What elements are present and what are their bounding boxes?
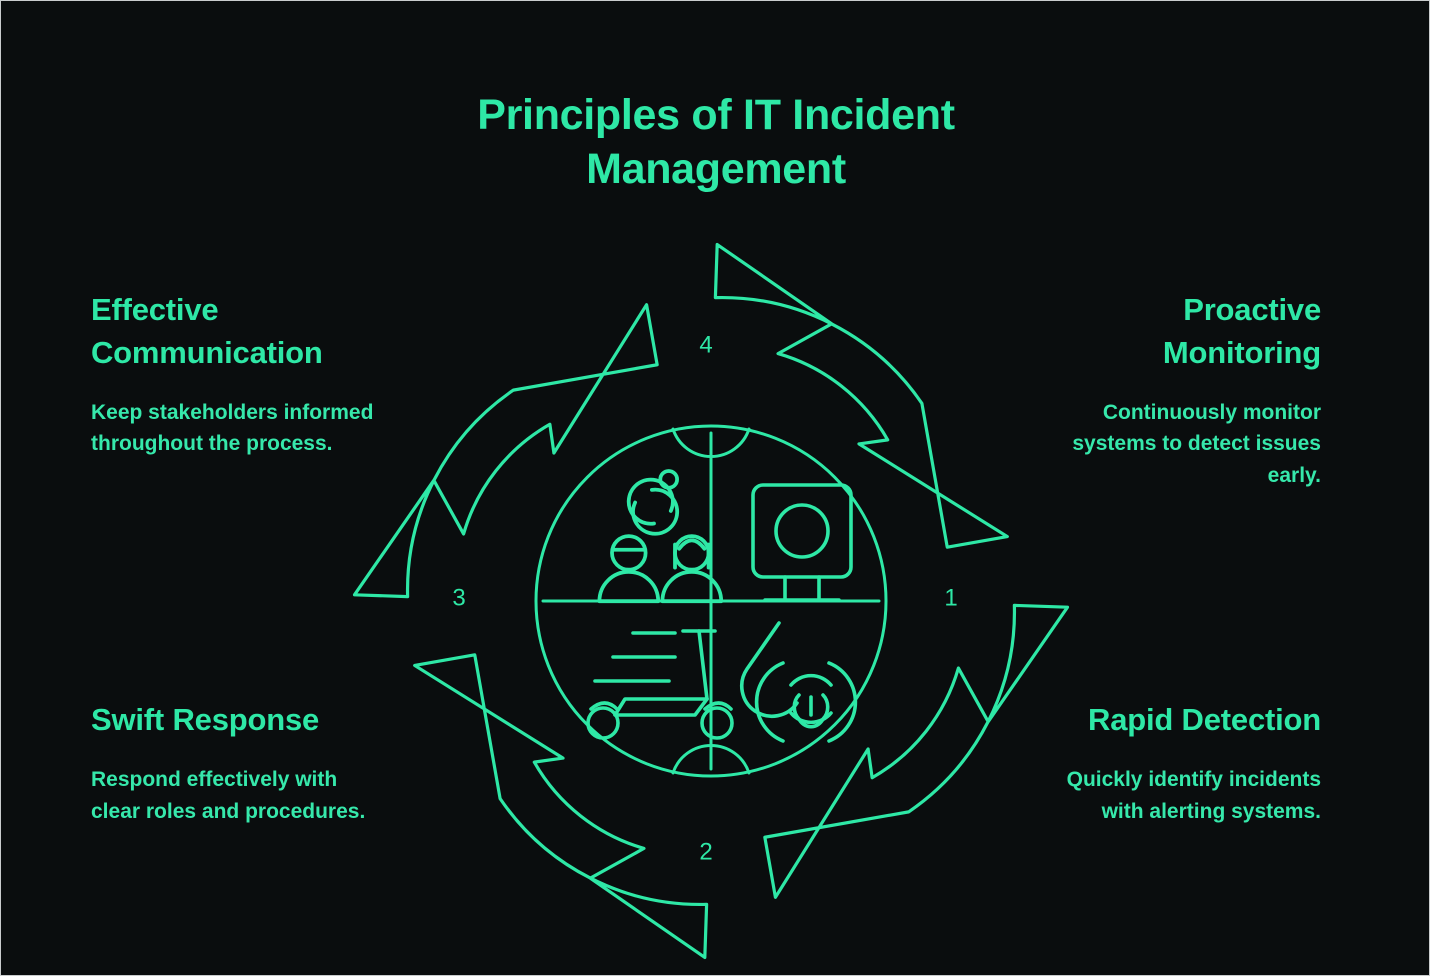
principle-block-swift-response: Swift Response Respond effectively with … xyxy=(91,699,391,828)
principle-block-rapid-detection: Rapid Detection Quickly identify inciden… xyxy=(1021,699,1322,828)
cycle-arrow-3 xyxy=(413,653,709,960)
principle-title-2: Rapid Detection xyxy=(1088,702,1321,737)
principle-description-3: Respond effectively with clear roles and… xyxy=(91,767,366,823)
droplet-sensor-icon xyxy=(739,621,858,743)
page-title: Principles of IT Incident Management xyxy=(477,91,955,193)
cycle-diagram: 4 1 2 3 xyxy=(351,241,1071,961)
step-number-3: 3 xyxy=(452,584,465,611)
principle-title-1: Proactive Monitoring xyxy=(1162,292,1321,370)
principle-block-proactive-monitoring: Proactive Monitoring Continuously monito… xyxy=(1021,289,1321,492)
principle-title-4: Effective Communication xyxy=(91,292,323,370)
principle-block-effective-communication: Effective Communication Keep stakeholder… xyxy=(91,289,391,460)
cycle-arrow-1 xyxy=(713,242,1009,549)
people-communication-icon xyxy=(597,469,724,604)
step-number-2: 2 xyxy=(699,838,712,865)
principle-title-3: Swift Response xyxy=(91,702,320,737)
principle-description-4: Keep stakeholders informed throughout th… xyxy=(91,400,374,456)
cycle-arrow-2 xyxy=(763,603,1070,899)
principle-description-2: Quickly identify incidents with alerting… xyxy=(1066,767,1321,823)
monitor-screen-icon xyxy=(751,483,853,602)
fast-scooter-icon xyxy=(586,629,734,740)
step-number-1: 1 xyxy=(944,584,957,611)
step-number-4: 4 xyxy=(699,331,712,358)
principle-description-1: Continuously monitor systems to detect i… xyxy=(1072,400,1321,488)
cycle-arrow-4 xyxy=(352,303,659,599)
